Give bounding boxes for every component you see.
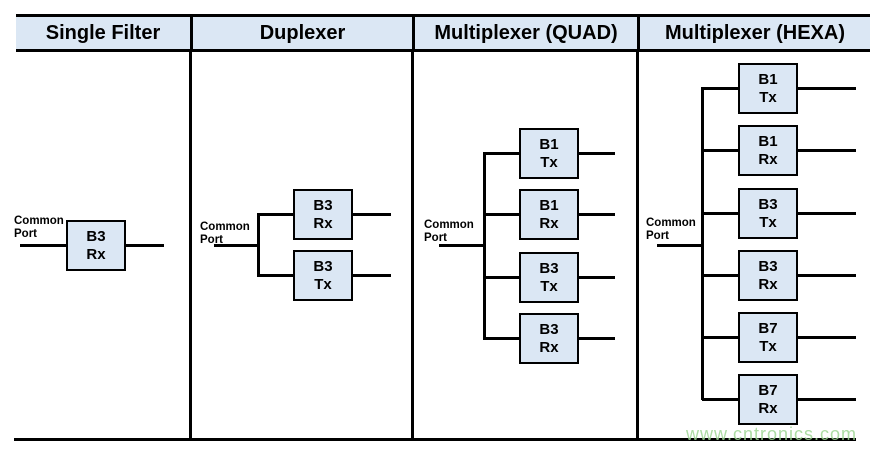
common-port-wire (20, 244, 66, 247)
filter-input-wire (484, 337, 520, 340)
filter-input-wire (484, 152, 520, 155)
filter-box-b3-rx: B3 Rx (66, 220, 126, 271)
filter-output-wire (796, 274, 856, 277)
filter-output-wire (351, 274, 391, 277)
filter-box-b3-rx: B3 Rx (293, 189, 353, 240)
common-port-wire (214, 244, 258, 247)
filter-path: Rx (86, 245, 106, 263)
bottom-border (14, 437, 856, 441)
filter-path: Rx (539, 214, 559, 232)
filter-output-wire (577, 152, 615, 155)
column-header-multiplexer-hexa: Multiplexer (HEXA) (637, 17, 870, 49)
filter-path: Rx (313, 214, 333, 232)
column-header-duplexer: Duplexer (190, 17, 412, 49)
common-port-wire (439, 244, 484, 247)
filter-band: B1 (758, 71, 778, 89)
common-port-wire (657, 244, 702, 247)
column-header-single-filter: Single Filter (45, 21, 161, 44)
table-header-row: Single Filter Duplexer Multiplexer (QUAD… (16, 14, 870, 52)
filter-output-wire (577, 276, 615, 279)
branch-wire (701, 87, 704, 400)
filter-path: Rx (758, 150, 778, 168)
filter-box-b3-rx: B3 Rx (738, 250, 798, 301)
filter-path: Tx (540, 153, 558, 171)
branch-wire (483, 152, 486, 340)
filter-input-wire (258, 274, 294, 277)
filter-band: B7 (758, 320, 778, 338)
filter-output-wire (796, 336, 856, 339)
common-port-label: Common Port (200, 221, 250, 247)
filter-band: B1 (539, 136, 559, 154)
common-port-label: Common Port (646, 217, 696, 243)
filter-box-b3-tx: B3 Tx (519, 252, 579, 303)
filter-band: B1 (758, 133, 778, 151)
filter-band: B3 (758, 258, 778, 276)
filter-box-b1-tx: B1 Tx (519, 128, 579, 179)
filter-box-b3-rx: B3 Rx (519, 313, 579, 364)
filter-band: B3 (539, 321, 559, 339)
filter-path: Rx (758, 399, 778, 417)
filter-input-wire (484, 276, 520, 279)
filter-path: Tx (759, 88, 777, 106)
filter-input-wire (702, 149, 739, 152)
filter-input-wire (258, 213, 294, 216)
filter-input-wire (702, 87, 739, 90)
filter-box-b1-tx: B1 Tx (738, 63, 798, 114)
filter-input-wire (702, 398, 739, 401)
column-divider (189, 52, 192, 440)
filter-input-wire (702, 336, 739, 339)
filter-input-wire (702, 274, 739, 277)
common-port-label: Common Port (424, 219, 474, 245)
filter-band: B3 (758, 196, 778, 214)
common-port-label: Common Port (14, 215, 64, 241)
filter-band: B3 (313, 197, 333, 215)
filter-output-wire (577, 337, 615, 340)
filter-output-wire (796, 149, 856, 152)
column-divider (636, 52, 639, 440)
filter-box-b3-tx: B3 Tx (293, 250, 353, 301)
filter-output-wire (577, 213, 615, 216)
filter-band: B7 (758, 382, 778, 400)
filter-path: Tx (314, 275, 332, 293)
column-header-multiplexer-quad: Multiplexer (QUAD) (412, 17, 637, 49)
filter-box-b7-rx: B7 Rx (738, 374, 798, 425)
filter-path: Tx (759, 337, 777, 355)
filter-box-b1-rx: B1 Rx (738, 125, 798, 176)
filter-input-wire (702, 212, 739, 215)
filter-box-b7-tx: B7 Tx (738, 312, 798, 363)
filter-output-wire (351, 213, 391, 216)
watermark-text: www.cntronics.com (686, 424, 858, 444)
filter-box-b1-rx: B1 Rx (519, 189, 579, 240)
branch-wire (257, 213, 260, 277)
filter-path: Tx (540, 277, 558, 295)
filter-path: Rx (758, 275, 778, 293)
filter-box-b3-tx: B3 Tx (738, 188, 798, 239)
filter-band: B1 (539, 197, 559, 215)
filter-path: Tx (759, 213, 777, 231)
filter-input-wire (484, 213, 520, 216)
filter-output-wire (796, 398, 856, 401)
column-divider (411, 52, 414, 440)
filter-band: B3 (86, 228, 106, 246)
filter-band: B3 (539, 260, 559, 278)
filter-band: B3 (313, 258, 333, 276)
filter-path: Rx (539, 338, 559, 356)
filter-output-wire (796, 87, 856, 90)
filter-output-wire (796, 212, 856, 215)
filter-output-wire (124, 244, 164, 247)
